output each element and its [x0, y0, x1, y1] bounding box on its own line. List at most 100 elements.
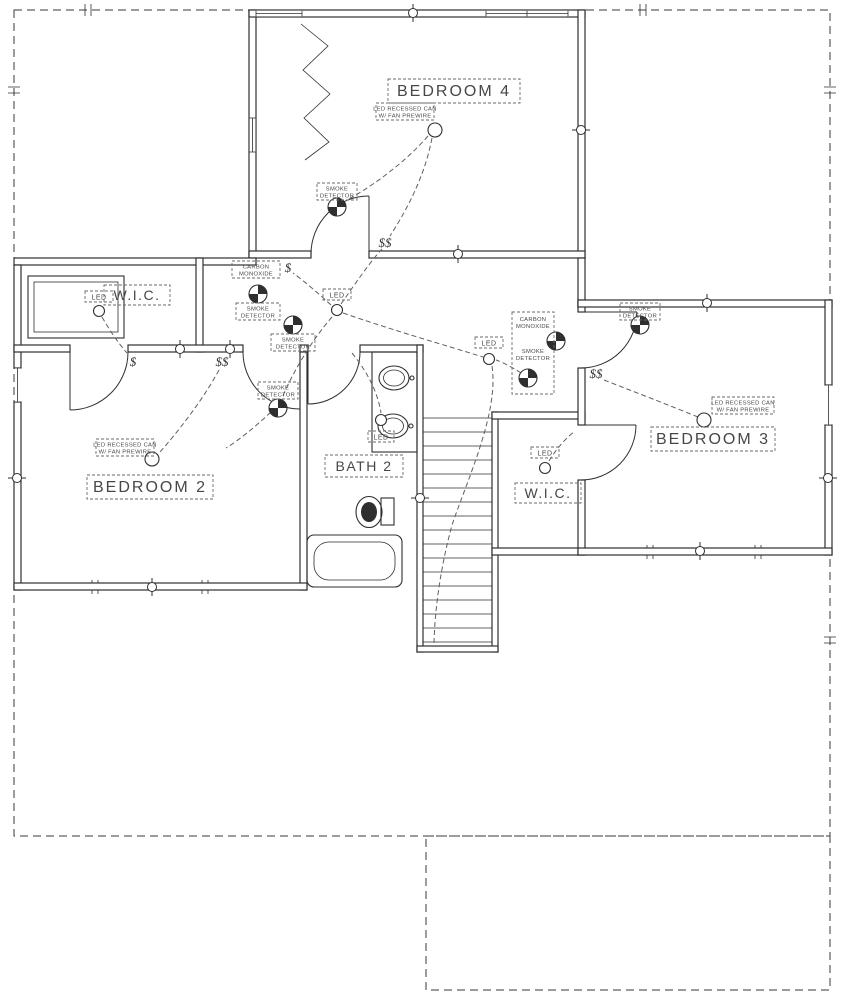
smoke-detector-label: SMOKE DETECTOR	[257, 381, 299, 400]
room-label-text: BEDROOM 2	[93, 479, 207, 496]
label-box	[270, 333, 316, 352]
note-text: LED RECESSED CAN	[93, 443, 156, 449]
room-label-bedroom4: BEDROOM 4	[387, 78, 521, 104]
switch-leg-wire	[548, 430, 576, 462]
label-box	[257, 381, 299, 400]
smoke-detector-label: SMOKE DETECTOR	[619, 302, 661, 321]
wall-segment	[416, 645, 499, 653]
label-box	[514, 482, 582, 504]
tub-outline	[306, 534, 403, 588]
label-text: MONOXIDE	[516, 324, 550, 330]
wall-segment	[577, 479, 586, 556]
door-swing-arc	[69, 351, 129, 411]
shelf-inner	[33, 281, 119, 333]
sink	[378, 365, 415, 391]
smoke-detector-label: SMOKE DETECTOR	[316, 182, 358, 201]
led-label: LED	[474, 336, 504, 349]
switch-symbol: $	[130, 354, 137, 369]
carbon-monoxide-label: CARBON MONOXIDE	[231, 260, 281, 279]
bath-fixtures	[306, 351, 418, 588]
smoke-detector-label: SMOKE DETECTOR	[270, 333, 316, 352]
switch-leg-wire	[101, 316, 128, 354]
label-text: LED	[373, 435, 388, 442]
smoke-detector-icon	[248, 284, 268, 304]
door-swing-arc	[307, 351, 361, 405]
led-light-icon	[374, 413, 388, 427]
wall-segment	[491, 547, 586, 556]
switch-symbol: $$	[216, 354, 230, 369]
tub-inner	[313, 541, 396, 581]
label-box	[84, 290, 114, 303]
wall-segment	[359, 344, 424, 353]
window	[14, 367, 21, 403]
faucet-icon	[409, 375, 415, 381]
label-text: DETECTOR	[241, 314, 275, 320]
staircase	[423, 417, 492, 643]
label-text: LED	[481, 341, 496, 348]
label-text: SMOKE	[326, 187, 348, 193]
room-label-bedroom3: BEDROOM 3	[650, 426, 776, 452]
detector-cluster-label: CARBON MONOXIDE SMOKE DETECTOR	[511, 311, 555, 395]
doors	[69, 195, 638, 481]
label-box	[375, 102, 435, 121]
room-label-wic-right: W.I.C.	[514, 482, 582, 504]
room-label-text: BEDROOM 4	[397, 83, 511, 100]
window	[485, 10, 569, 17]
label-text: DETECTOR	[261, 393, 295, 399]
dimension-tick	[639, 4, 647, 16]
dimension-tick	[84, 4, 92, 16]
smoke-detector-icon	[283, 315, 303, 335]
switch-leg-wire	[292, 272, 332, 306]
door-swing-arc	[580, 424, 637, 481]
door-wic-left	[69, 351, 129, 411]
fixture-note-bedroom2: LED RECESSED CAN W/ FAN PREWIRE	[93, 438, 156, 457]
sink-inner	[382, 417, 404, 435]
led-light-icon	[330, 303, 344, 317]
receptacle-icon	[818, 473, 838, 483]
switch-leg-wire	[495, 359, 522, 374]
sink-bowl	[378, 365, 410, 391]
wall-segment	[13, 401, 22, 591]
receptacle-icon	[695, 541, 705, 561]
label-box	[86, 474, 214, 500]
footprint-extension-outline	[425, 835, 831, 991]
note-text: W/ FAN PREWIRE	[379, 114, 432, 120]
door-bedroom3	[580, 311, 638, 369]
switch-leg-wire	[159, 369, 220, 453]
receptacle-icon	[702, 293, 712, 313]
wall-segment	[127, 344, 244, 353]
ceiling-light-icon	[427, 122, 443, 138]
wall-segment	[368, 250, 586, 259]
room-label-text: W.I.C.	[113, 287, 160, 303]
break-line	[300, 23, 331, 161]
label-text: LED	[537, 451, 552, 458]
note-text: LED RECESSED CAN	[373, 107, 436, 113]
label-box	[235, 302, 281, 321]
vanity-counter	[371, 351, 418, 453]
label-text: SMOKE	[247, 307, 269, 313]
led-label: LED	[367, 430, 395, 443]
wall-segment	[824, 299, 833, 386]
wall-segment	[299, 351, 308, 591]
ceiling-light-icon	[696, 412, 712, 428]
receptacle-icon	[410, 493, 430, 503]
wall-segment	[13, 344, 71, 353]
switch-leg-wiring	[101, 135, 699, 644]
note-text: W/ FAN PREWIRE	[99, 450, 152, 456]
switch-symbol: $	[285, 260, 292, 275]
closet-shelf	[27, 275, 125, 339]
label-text: DETECTOR	[276, 345, 310, 351]
led-label: LED	[84, 290, 114, 303]
note-text: LED RECESSED CAN	[711, 401, 774, 407]
label-text: SMOKE	[282, 338, 304, 344]
bathtub	[306, 534, 403, 588]
toilet-tank	[380, 497, 395, 526]
label-text: DETECTOR	[623, 314, 657, 320]
label-text: SMOKE	[267, 386, 289, 392]
window-frame	[255, 10, 303, 17]
smoke-detector-icon	[546, 331, 566, 351]
window	[825, 384, 832, 426]
window-frame	[825, 384, 832, 426]
